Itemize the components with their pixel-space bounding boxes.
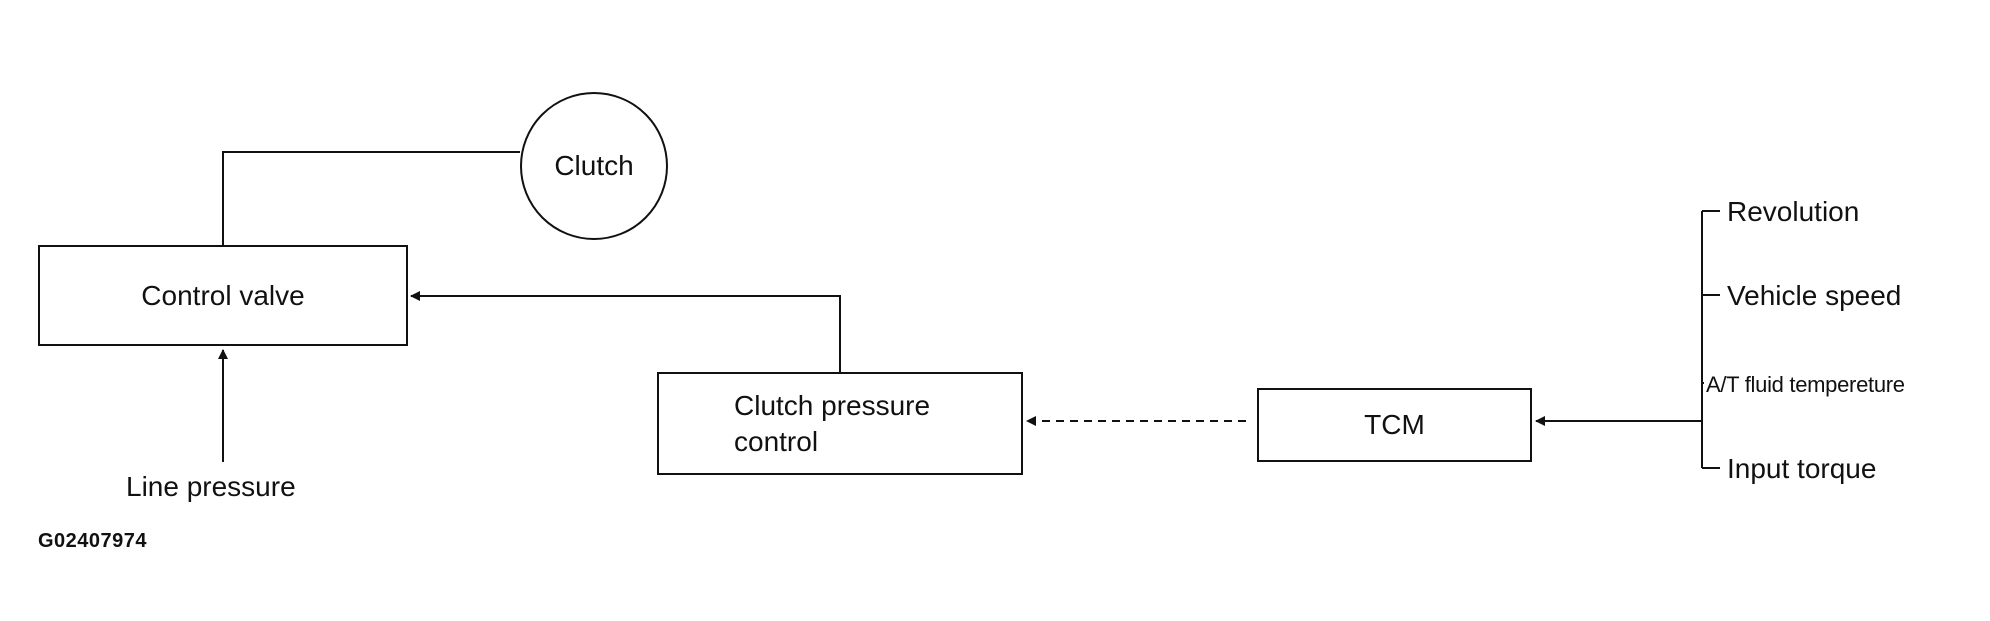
tcm-input-fluid-temperature: A/T fluid tempereture bbox=[1706, 372, 1905, 397]
figure-id: G02407974 bbox=[38, 530, 148, 552]
clutch-to-control-valve-line bbox=[222, 151, 520, 245]
clutch-circle: Clutch bbox=[520, 92, 668, 240]
clutch-pressure-control-label: Clutch pressure control bbox=[734, 389, 931, 457]
tcm-input-revolution: Revolution bbox=[1727, 196, 1860, 227]
line-pressure-label: Line pressure bbox=[126, 471, 296, 502]
tcm-box: TCM bbox=[1257, 388, 1532, 462]
clutch-pressure-control-box: Clutch pressure control bbox=[657, 372, 1023, 475]
clutch-pressure-to-control-valve-arrow bbox=[410, 291, 841, 372]
tcm-label: TCM bbox=[1364, 409, 1425, 440]
control-valve-box: Control valve bbox=[38, 245, 408, 346]
control-valve-label: Control valve bbox=[141, 279, 305, 311]
tcm-input-vehicle-speed: Vehicle speed bbox=[1727, 280, 1902, 311]
tcm-input-torque: Input torque bbox=[1727, 453, 1877, 484]
clutch-label: Clutch bbox=[554, 150, 634, 181]
